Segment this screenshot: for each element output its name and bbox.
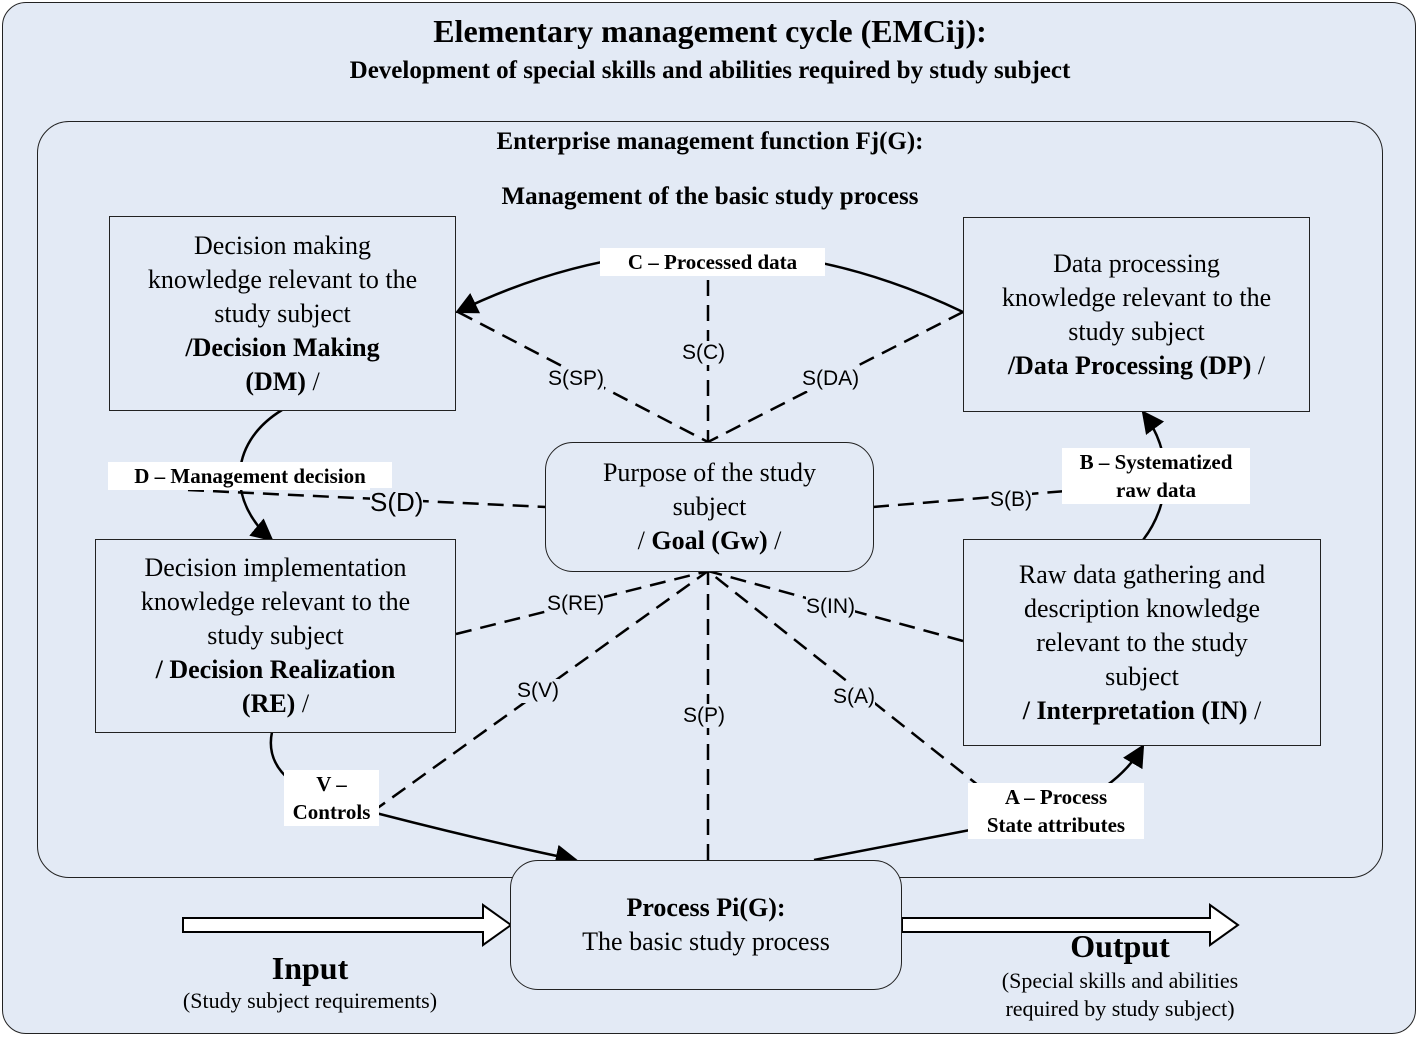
signal-label-sda: S(DA) <box>802 367 860 391</box>
dp-bold-1: /Data Processing (DP) <box>1007 350 1252 380</box>
process-bold: Process Pi(G): <box>626 893 786 922</box>
flow-label-v: V – Controls <box>284 770 379 826</box>
dm-bold-1: /Decision Making <box>185 332 380 362</box>
in-bold-1: / Interpretation (IN) <box>1022 695 1248 725</box>
flow-label-b-line-2: raw data <box>1116 478 1196 502</box>
output-label: Output <box>1070 928 1170 964</box>
re-line-2: knowledge relevant to the <box>140 587 411 616</box>
data-processing-box: Data processing knowledge relevant to th… <box>963 217 1310 412</box>
flow-label-d: D – Management decision <box>108 462 392 490</box>
re-bold-row: (RE) / <box>242 687 309 721</box>
dm-bold-row: (DM) / <box>245 365 319 399</box>
goal-line-2: subject <box>672 492 747 521</box>
signal-label-sp: S(P) <box>683 704 725 728</box>
dm-tail: / <box>305 366 320 396</box>
signal-label-sv: S(V) <box>517 679 559 703</box>
process-line: The basic study process <box>582 927 830 956</box>
goal-bold: Goal (Gw) <box>651 526 768 555</box>
dm-bold-2: (DM) <box>245 366 306 396</box>
input-label: Input <box>271 950 349 986</box>
goal-pre: / <box>637 526 652 555</box>
flow-label-a-line-1: A – Process <box>1004 785 1108 809</box>
in-line-2: description knowledge <box>1023 593 1261 623</box>
signal-label-sre: S(RE) <box>547 592 605 616</box>
cycle-title: Elementary management cycle (EMCij): <box>433 13 987 49</box>
dp-tail: / <box>1251 350 1266 380</box>
function-subtitle: Management of the basic study process <box>501 183 919 210</box>
dm-line-1: Decision making <box>194 230 371 260</box>
re-line-3: study subject <box>207 621 344 650</box>
signal-label-sd: S(D) <box>370 487 424 517</box>
goal-box: Purpose of the study subject / Goal (Gw)… <box>545 442 874 572</box>
dp-line-2: knowledge relevant to the <box>1001 282 1272 312</box>
in-line-4: subject <box>1105 661 1179 691</box>
input-note: (Study subject requirements) <box>182 988 438 1013</box>
goal-line-1: Purpose of the study <box>602 458 817 487</box>
goal-tail: / <box>767 526 782 555</box>
flow-label-v-line-2: Controls <box>292 800 371 824</box>
re-line-1: Decision implementation <box>144 553 407 582</box>
dp-bold-row: /Data Processing (DP) / <box>1008 349 1265 383</box>
dm-line-3: study subject <box>214 298 351 328</box>
in-bold-row: / Interpretation (IN) / <box>1023 694 1262 728</box>
signal-label-ssp: S(SP) <box>548 367 605 391</box>
re-tail: / <box>295 689 310 718</box>
re-bold-2: (RE) <box>241 689 296 718</box>
dp-line-1: Data processing <box>1053 248 1220 278</box>
output-note-2: required by study subject) <box>1005 996 1235 1021</box>
flow-label-a-line-2: State attributes <box>986 813 1126 837</box>
interpretation-box: Raw data gathering and description knowl… <box>963 539 1321 746</box>
in-tail: / <box>1247 695 1262 725</box>
signal-label-sc: S(C) <box>682 341 726 365</box>
decision-realization-box: Decision implementation knowledge releva… <box>95 539 456 733</box>
signal-label-sin: S(IN) <box>806 595 855 619</box>
function-title: Enterprise management function Fj(G): <box>496 128 924 155</box>
dp-line-3: study subject <box>1068 316 1205 346</box>
flow-label-c: C – Processed data <box>600 248 825 276</box>
flow-label-a: A – Process State attributes <box>968 783 1144 839</box>
dm-line-2: knowledge relevant to the <box>147 264 418 294</box>
in-line-3: relevant to the study <box>1036 627 1248 657</box>
re-bold-1: / Decision Realization <box>155 655 396 684</box>
process-box: Process Pi(G): The basic study process <box>510 860 902 990</box>
cycle-subtitle: Development of special skills and abilit… <box>349 57 1071 84</box>
flow-label-b: B – Systematized raw data <box>1062 448 1250 504</box>
signal-label-sb: S(B) <box>990 488 1032 512</box>
decision-making-box: Decision making knowledge relevant to th… <box>109 216 456 411</box>
goal-bold-row: / Goal (Gw) / <box>638 524 782 558</box>
flow-label-b-line-1: B – Systematized <box>1079 450 1233 474</box>
flow-label-v-line-1: V – <box>316 772 347 796</box>
signal-label-sa: S(A) <box>833 685 875 709</box>
in-line-1: Raw data gathering and <box>1018 559 1266 589</box>
output-note-1: (Special skills and abilities <box>1001 968 1239 993</box>
